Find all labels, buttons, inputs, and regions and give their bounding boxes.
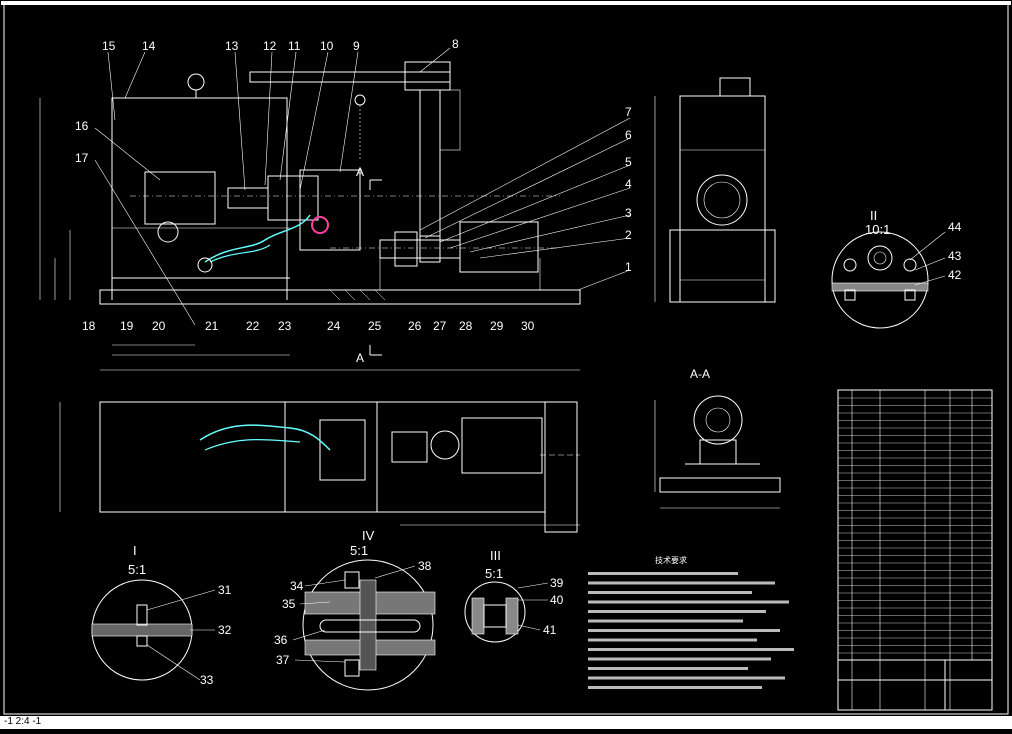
balloon-8: 8 (452, 37, 459, 51)
balloon-24: 24 (327, 319, 341, 333)
balloon-26: 26 (408, 319, 422, 333)
notes-text-line (588, 629, 780, 632)
balloon-28: 28 (459, 319, 473, 333)
detail-I: I 5:1 31 32 33 (91, 543, 232, 687)
section-mark-a-bottom: A (356, 351, 364, 365)
balloon-12: 12 (263, 39, 277, 53)
balloon-7: 7 (625, 105, 632, 119)
notes-text-line (588, 581, 775, 585)
balloon-1: 1 (625, 260, 632, 274)
balloon-13: 13 (225, 39, 239, 53)
detail-II-scale: 10:1 (865, 222, 890, 237)
balloon-15: 15 (102, 39, 116, 53)
detail-IV-scale: 5:1 (350, 543, 368, 558)
detail-I-label: I (133, 543, 137, 558)
balloon-6: 6 (625, 128, 632, 142)
balloon-23: 23 (278, 319, 292, 333)
technical-requirements: 技术要求 (588, 555, 794, 689)
notes-text-line (588, 657, 771, 661)
balloon-16: 16 (75, 119, 89, 133)
section-aa-view: A-A (654, 367, 781, 509)
detail-I-scale: 5:1 (128, 562, 146, 577)
section-mark-a-top: A (356, 165, 364, 179)
balloon-27: 27 (433, 319, 447, 333)
balloon-38: 38 (418, 559, 432, 573)
balloon-36: 36 (274, 633, 288, 647)
balloon-32: 32 (218, 623, 232, 637)
notes-text-line (588, 686, 762, 689)
balloon-29: 29 (490, 319, 504, 333)
balloon-35: 35 (282, 597, 296, 611)
notes-text-line (588, 610, 766, 613)
balloon-34: 34 (290, 579, 304, 593)
balloon-3: 3 (625, 206, 632, 220)
detail-IV-label: IV (362, 528, 375, 543)
detail-II: II 10:1 44 43 42 (831, 208, 962, 329)
balloon-22: 22 (246, 319, 260, 333)
notes-text-line (588, 638, 757, 642)
balloon-19: 19 (120, 319, 134, 333)
balloon-40: 40 (550, 593, 564, 607)
balloon-41: 41 (543, 623, 557, 637)
balloon-11: 11 (288, 39, 301, 53)
balloon-14: 14 (142, 39, 156, 53)
balloon-5: 5 (625, 155, 632, 169)
bottom-strip-text: -1 2:4 -1 (4, 716, 42, 727)
balloon-4: 4 (625, 177, 632, 191)
balloon-2: 2 (625, 228, 632, 242)
balloon-33: 33 (200, 673, 214, 687)
detail-III-scale: 5:1 (485, 566, 503, 581)
bottom-status-strip: -1 2:4 -1 (0, 716, 1012, 729)
side-view (654, 77, 776, 303)
balloon-9: 9 (353, 39, 360, 53)
balloon-21: 21 (205, 319, 219, 333)
balloon-20: 20 (152, 319, 166, 333)
balloon-18: 18 (82, 319, 96, 333)
notes-text-line (588, 676, 785, 680)
balloon-10: 10 (320, 39, 334, 53)
part-number-balloons: 15 14 13 12 11 10 9 8 7 6 5 4 3 2 1 16 1… (75, 37, 632, 365)
top-bar (1, 1, 1011, 5)
balloon-39: 39 (550, 576, 564, 590)
main-elevation-view (39, 61, 581, 371)
balloon-30: 30 (521, 319, 535, 333)
notes-text-line (588, 572, 738, 575)
balloon-31: 31 (218, 583, 232, 597)
leader-lines (94, 47, 631, 326)
detail-II-label: II (870, 208, 877, 223)
plan-view (59, 401, 580, 533)
notes-title: 技术要求 (655, 555, 687, 565)
balloon-17: 17 (75, 151, 89, 165)
balloon-25: 25 (368, 319, 382, 333)
balloon-42: 42 (948, 268, 962, 282)
detail-IV: IV 5:1 38 34 35 36 37 (274, 528, 436, 691)
notes-text-line (588, 591, 752, 594)
notes-text-line (588, 648, 794, 651)
balloon-44: 44 (948, 220, 962, 234)
notes-text-line (588, 600, 789, 604)
balloon-43: 43 (948, 249, 962, 263)
detail-III-label: III (490, 548, 501, 563)
notes-text-line (588, 667, 748, 670)
bom-table (837, 389, 993, 711)
detail-III: III 5:1 39 40 41 (464, 548, 564, 643)
section-aa-title: A-A (690, 367, 710, 381)
notes-text-line (588, 619, 743, 623)
balloon-37: 37 (276, 653, 290, 667)
